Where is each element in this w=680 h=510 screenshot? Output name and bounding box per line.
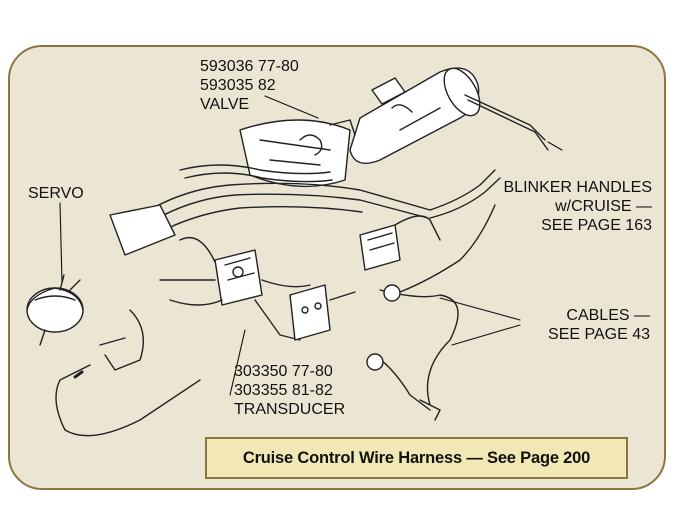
servo-bracket-drawing [55,309,201,437]
diagram-panel [8,45,666,490]
transducer-title: TRANSDUCER [234,401,346,418]
caption-text: Cruise Control Wire Harness — See Page 2… [242,448,591,467]
bracket-drawing [289,284,356,341]
transducer-label: 303350 77-80 303355 81-82 TRANSDUCER [234,362,345,419]
servo-title: SERVO [28,185,84,202]
valve-part-1: 593036 77-80 [200,58,299,75]
cables-line-1: CABLES — [566,307,650,324]
caption-box: Cruise Control Wire Harness — See Page 2… [205,437,628,479]
transducer-part-2: 303355 81-82 [234,382,333,399]
steering-column-drawing [349,67,549,164]
transducer-drawing [159,236,311,341]
blinker-line-3: SEE PAGE 163 [541,217,652,234]
leader-lines [59,95,563,396]
servo-label: SERVO [28,184,84,203]
valve-part-2: 593035 82 [200,77,276,94]
blinker-line-2: w/CRUISE — [555,198,652,215]
control-module-drawing [359,215,441,271]
valve-title: VALVE [200,96,250,113]
cables-line-2: SEE PAGE 43 [548,326,650,343]
blinker-line-1: BLINKER HANDLES [503,179,653,196]
servo-drawing [26,274,84,346]
valve-label: 593036 77-80 593035 82 VALVE [200,57,299,114]
cables-drawing [366,204,496,421]
firewall-drawing [239,119,356,188]
blinker-label: BLINKER HANDLES w/CRUISE — SEE PAGE 163 [504,178,653,235]
cables-label: CABLES — SEE PAGE 43 [548,306,650,344]
transducer-part-1: 303350 77-80 [234,363,333,380]
main-harness-drawing [109,164,501,256]
